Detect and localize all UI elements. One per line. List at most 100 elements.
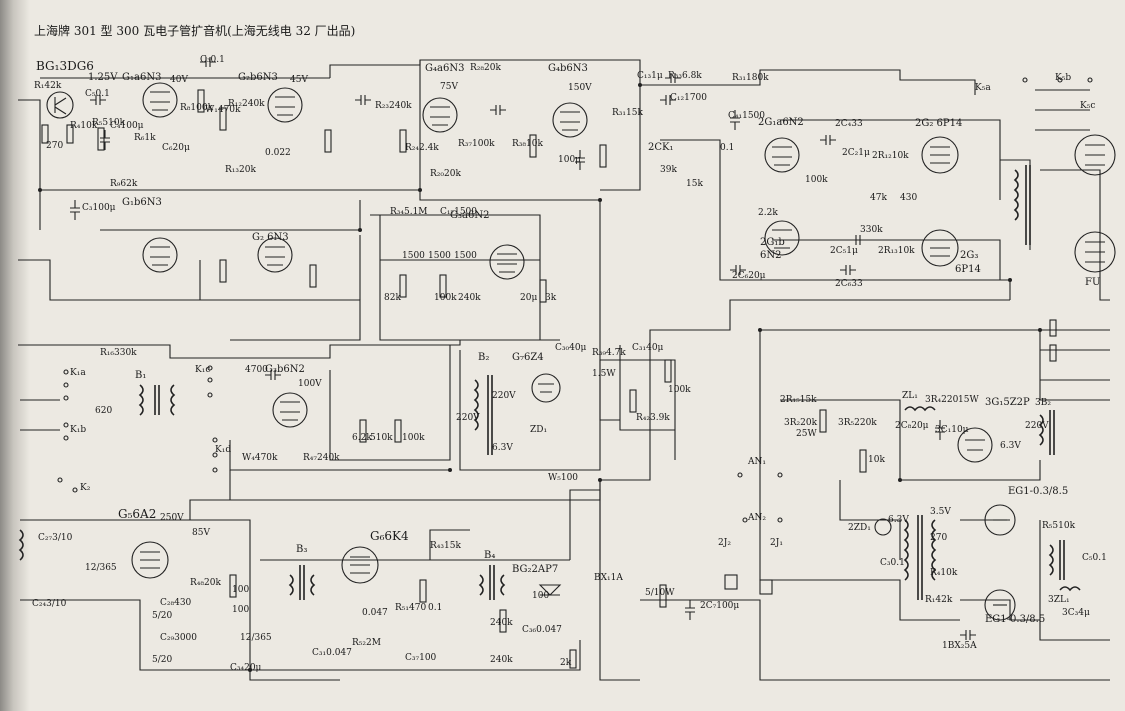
label-c100b: 100μ [558,155,581,165]
label-r100ke: 100k [668,385,691,395]
tube-g5 [131,541,169,579]
label-zl1: ZL₁ [902,391,918,401]
label-c01b: C₅0.1 [85,89,110,99]
label-r1k: R₆1k [134,133,156,143]
label-c40u: C₃₀40μ [555,343,587,353]
label-3g1: 3G₁5Z2P [985,397,1030,408]
label-r620: 620 [95,406,112,416]
label-c520: 5/20 [152,611,172,621]
label-k1b: K₁b [70,425,86,435]
label-ck1: 2CK₁ [648,142,674,153]
tube-3g1 [957,427,993,463]
label-r10kh: 2R₁₃10k [878,246,915,256]
label-v260a: 270 [930,533,947,543]
choke-zl1 [904,406,936,412]
book-binding-shadow [0,0,30,711]
label-r470k: W₁470k [205,105,241,115]
label-c0047a: 0.047 [362,608,388,618]
tube-2g2 [921,136,959,174]
label-eg1a: EG1-0.3/8.5 [1008,486,1068,497]
label-r15k: R₃₁15k [612,108,643,118]
label-c20ue: 2C₆20μ [732,271,766,281]
label-r39k: R₄₂3.9k [636,413,670,423]
label-c20ud: 2C₈20μ [895,421,929,431]
label-v220d: C₅0.1 [1082,553,1107,563]
label-w15b: 15W [958,395,979,405]
tube-g2 [257,237,293,273]
label-v250: 250V [160,513,184,523]
label-r47kb: 47k [870,193,887,203]
label-k5c: K₅c [1080,101,1095,111]
label-r220: 3R₄220 [925,395,959,405]
label-r20kd: R₄₈20k [190,578,221,588]
label-c33b: 2C₆33 [835,279,863,289]
label-c01a: C₃0.1 [200,55,225,65]
label-r240ke: 240k [490,618,513,628]
label-r47k: R₃₉4.7k [592,348,626,358]
transformer-2b2 [1013,165,1031,245]
label-r100kb: R₃₇100k [458,139,495,149]
label-c100i: 100 [532,591,549,601]
vacuum-tubes [46,82,1116,621]
label-2g3-type: 6P14 [955,264,981,275]
label-c100u: C₄100μ [110,121,144,131]
label-v63b: 6.3V [1000,441,1021,451]
label-c3100: C₃100μ [82,203,116,213]
tube-eg1b [984,589,1016,621]
label-c4700: 4700 [245,365,268,375]
tube-g4a [422,97,458,133]
coil-l1 [18,529,24,561]
label-r39kb: 39k [660,165,677,175]
label-c40ub: C₃₁40μ [632,343,664,353]
label-r24k: R₂₄2.4k [405,143,439,153]
label-v220c: C₃0.1 [880,558,905,568]
label-c0047c: C₃₆0.047 [522,625,562,635]
label-bx1: BX₁1A [594,573,623,583]
tube-g7 [531,373,561,403]
label-v150: 150V [568,83,592,93]
label-r100kd: 100k [402,433,425,443]
label-v35: R₅510k [1042,521,1076,531]
label-c100j: 2C₇100μ [700,601,739,611]
tube-2g1b [764,220,800,256]
label-w4: W₄470k [242,453,278,463]
label-b1: B₁ [135,370,146,381]
label-r470: R₅₁470 [395,603,426,613]
label-c3000: C₂₉3000 [160,633,197,643]
label-r20ke: 3R₂20k [784,418,818,428]
label-j1: 2J₁ [770,538,783,548]
label-r15kd: 15k [686,179,703,189]
label-c520b: 5/20 [152,655,172,665]
label-c1500: C₄₁1500 [728,111,765,121]
label-zd2: 2ZD₁ [848,523,871,533]
transformer-2b4 [1048,540,1065,580]
tube-g3a [489,244,525,280]
label-r330k: R₁₆330k [100,348,137,358]
label-r100kc: 100k [434,293,457,303]
label-c01d: 0.1 [720,143,734,153]
tube-g3b [272,392,308,428]
label-r10k: R₄10k [70,121,98,131]
label-k5b: K₅b [1055,73,1071,83]
label-g1a: G₁a6N3 [122,72,161,83]
tube-g6 [341,546,379,584]
label-k1a: K₁a [70,368,86,378]
tube-g1a [142,82,178,118]
label-c365: C₂₇3/10 [38,533,73,543]
label-2g1b: 2G₁b [760,237,785,248]
label-r2m: R₅₂2M [352,638,381,648]
label-c1ub: 2C₂1μ [842,148,870,158]
label-v1480b: R₁42k [925,595,953,605]
label-v5: 220V [1025,421,1049,431]
label-v63a: 6.3V [492,443,513,453]
label-r62kb: 6.2k [352,433,372,443]
label-g3a: G₃a6N2 [450,210,489,221]
label-r240kf: 240k [490,655,513,665]
choke-3zl1 [1059,586,1081,592]
label-r270: 270 [46,141,63,151]
label-bg1: BG₁3DG6 [36,59,94,73]
diode-2zd1 [874,518,892,536]
label-v85: 85V [192,528,210,538]
label-b5: 3B₂ [1035,398,1051,408]
label-c12365b: 12/365 [240,633,272,643]
